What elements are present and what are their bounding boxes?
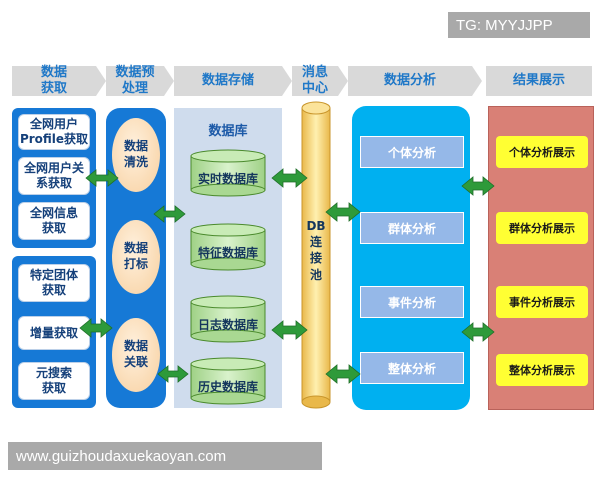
database-label-realtime: 实时数据库 — [197, 172, 258, 186]
storage-title: 数据库 — [208, 124, 248, 139]
top-tag-text: TG: MYYJJPP — [456, 16, 553, 34]
top-tag-banner: TG: MYYJJPP — [448, 12, 590, 38]
double-arrow-mc-analysis-1 — [325, 202, 361, 222]
double-arrow-storage-mc-1 — [271, 168, 308, 188]
double-arrow-analysis-results-2 — [461, 322, 495, 342]
preprocess-labeling-ellipse: 数据打标 — [112, 220, 160, 294]
preprocess-linking-ellipse: 数据关联 — [112, 318, 160, 392]
result-individual-box: 个体分析展示 — [496, 136, 588, 168]
bottom-url-text: www.guizhoudaxuekaoyan.com — [16, 447, 227, 465]
message-center-pipe — [301, 101, 331, 409]
stage-header-storage: 数据存储 — [174, 66, 292, 96]
stage-header-analysis: 数据分析 — [348, 66, 482, 96]
acquire-user-relations-box: 全网用户关系获取 — [18, 157, 90, 195]
stage-header-acquisition: 数据获取 — [12, 65, 106, 96]
analysis-individual-box: 个体分析 — [360, 136, 464, 168]
storage-cylinders — [190, 149, 266, 405]
database-cylinder-realtime — [190, 149, 266, 197]
acquire-network-info-box: 全网信息获取 — [18, 202, 90, 240]
acquire-specific-group-box: 特定团体获取 — [18, 264, 90, 302]
stage-header-message-center: 消息中心 — [292, 65, 348, 96]
result-event-box: 事件分析展示 — [496, 286, 588, 318]
database-label-history: 历史数据库 — [197, 380, 258, 394]
acquire-meta-search-box: 元搜索获取 — [18, 362, 90, 400]
database-label-feature: 特征数据库 — [197, 246, 258, 260]
preprocess-cleaning-ellipse: 数据清洗 — [112, 118, 160, 192]
stage-header-results: 结果展示 — [486, 66, 592, 96]
analysis-event-box: 事件分析 — [360, 286, 464, 318]
result-overall-box: 整体分析展示 — [496, 354, 588, 386]
analysis-overall-box: 整体分析 — [360, 352, 464, 384]
analysis-group-box: 群体分析 — [360, 212, 464, 244]
double-arrow-mc-analysis-2 — [325, 364, 361, 384]
double-arrow-acq-pre-top — [85, 169, 119, 187]
database-cylinder-log — [190, 295, 266, 343]
double-arrow-acq-pre-bottom — [79, 318, 113, 338]
database-cylinder-history — [190, 357, 266, 405]
message-center-label: DB 连 接 池 — [306, 219, 326, 282]
double-arrow-pre-storage-top — [153, 205, 186, 223]
double-arrow-storage-mc-2 — [271, 320, 308, 340]
stage-header-preprocess: 数据预处理 — [106, 65, 174, 96]
database-label-log: 日志数据库 — [197, 318, 258, 332]
result-group-box: 群体分析展示 — [496, 212, 588, 244]
double-arrow-pre-storage-bottom — [157, 365, 189, 383]
database-cylinder-feature — [190, 223, 266, 271]
double-arrow-analysis-results-1 — [461, 176, 495, 196]
bottom-url-banner: www.guizhoudaxuekaoyan.com — [8, 442, 322, 470]
